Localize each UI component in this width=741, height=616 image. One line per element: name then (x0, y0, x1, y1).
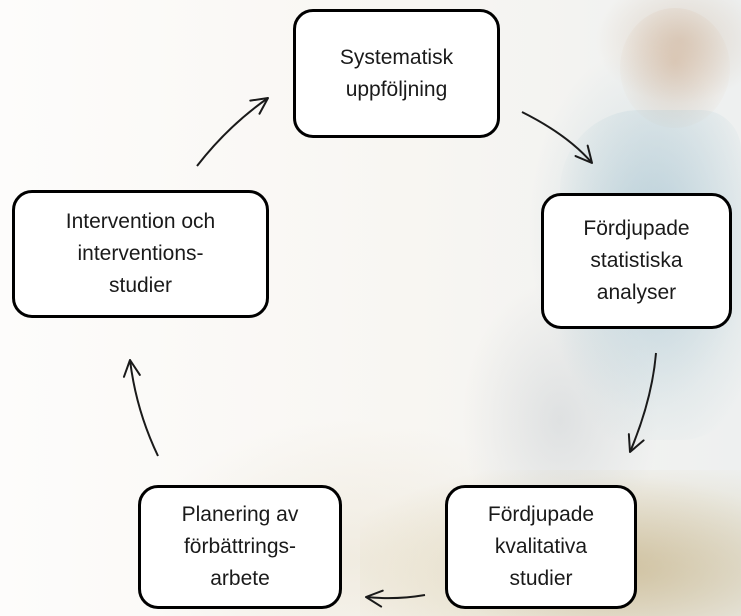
node-label: Intervention och interventions- studier (65, 210, 216, 297)
arrow-intervention-to-systematisk (196, 97, 269, 167)
node-label: Fördjupade statistiska analyser (583, 217, 690, 304)
background-person-head (620, 8, 730, 128)
arrow-systematisk-to-statistiska (521, 111, 593, 164)
node-fordjupade-statistiska-analyser: Fördjupade statistiska analyser (541, 193, 732, 329)
node-label: Fördjupade kvalitativa studier (487, 503, 595, 590)
node-label: Systematisk uppföljning (339, 45, 454, 101)
arrow-planering-to-intervention (122, 359, 159, 457)
arrow-statistiska-to-kvalitativa (627, 352, 657, 453)
node-label: Planering av förbättrings- arbete (181, 503, 299, 590)
node-intervention-och-interventionsstudier: Intervention och interventions- studier (12, 190, 269, 318)
arrow-kvalitativa-to-planering (365, 589, 426, 608)
node-planering-av-forbattringsarbete: Planering av förbättrings- arbete (138, 485, 342, 609)
node-fordjupade-kvalitativa-studier: Fördjupade kvalitativa studier (445, 485, 637, 609)
node-systematisk-uppfoljning: Systematisk uppföljning (293, 9, 500, 138)
